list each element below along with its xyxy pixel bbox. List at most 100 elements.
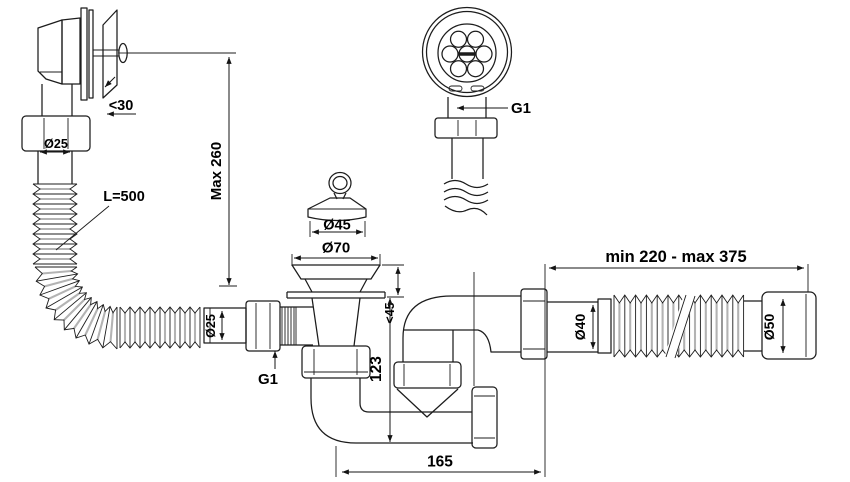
corrugation-line: [119, 341, 201, 349]
corrugation-line: [42, 269, 72, 275]
outlet-union-nut: [520, 288, 548, 360]
strainer-hole: [475, 45, 493, 63]
wall-thickness-label: <30: [109, 98, 134, 114]
tub-wall-section: [102, 9, 118, 99]
strainer-rim-inner: [425, 10, 509, 94]
corrugation-line: [32, 183, 41, 265]
strainer-thread-label: G1: [511, 100, 531, 117]
overflow-pipe-stub: [37, 151, 73, 184]
hose-length-leader: [55, 205, 110, 251]
elbow-outlet-pipe: [41, 84, 73, 116]
elbow-body-front: [61, 17, 81, 85]
wall-thickness-pointer: [104, 76, 116, 88]
outlet-union-nut-bands: [523, 300, 545, 350]
trap-cone: [396, 388, 459, 418]
overflow-faceplate-inner: [88, 9, 94, 99]
strainer-nut-facets: [457, 120, 477, 136]
trap-end-nut-bands: [474, 395, 495, 439]
plug-ring-inner: [332, 175, 348, 191]
drain-inlet-nut: [245, 300, 281, 352]
corrugation-line: [63, 297, 92, 331]
corrugation-line: [54, 292, 80, 311]
trap-height-label: 123: [368, 356, 385, 382]
overflow-hose-horizontal: [119, 306, 201, 349]
hose-length-label: L=500: [103, 189, 145, 205]
overflow-strainer-assembly: [421, 6, 513, 216]
rubber-tip-ring: [443, 187, 489, 197]
strainer-pipe: [451, 138, 484, 179]
drain-body-taper: [311, 297, 361, 347]
cuff-neck: [744, 300, 762, 352]
corrugation-line: [45, 286, 83, 309]
corrugation-line: [69, 183, 78, 265]
corrugation-line: [102, 306, 111, 348]
plug-diameter-label: Ø45: [323, 218, 350, 234]
strainer-vent-slot: [448, 85, 463, 92]
rubber-tip-torn-edge: [444, 205, 488, 216]
thread-hatching: [281, 307, 297, 345]
drain-inlet-thread-label: G1: [258, 371, 278, 388]
tailpiece-collar: [597, 298, 612, 354]
corrugation-line: [73, 304, 92, 330]
strainer-face: [437, 23, 497, 83]
drain-body: [286, 264, 386, 379]
drain-plug: [307, 171, 367, 222]
overflow-faceplate-outer: [80, 7, 88, 101]
corrugation-line: [613, 349, 744, 358]
overflow-hose-bend: [34, 266, 118, 350]
corrugation-line: [36, 273, 78, 282]
corrugation-line: [613, 294, 744, 304]
screw-stem: [93, 49, 119, 57]
drain-inlet-nut-facets: [255, 303, 271, 349]
overflow-nut-facets: [43, 118, 69, 149]
flange-diameter-ext-lines: [291, 254, 381, 266]
center-screw: [458, 45, 476, 63]
outlet-tailpiece: [547, 298, 612, 354]
plug-cap: [307, 197, 367, 222]
corrugation-line: [44, 277, 73, 288]
strainer-hole: [441, 45, 459, 63]
hose-connection-diameter-label: Ø25: [204, 314, 218, 338]
break-mask: [664, 294, 696, 358]
trap-length-ext-lines: [335, 264, 546, 477]
corrugation-line: [34, 266, 118, 350]
corrugation-line: [88, 304, 104, 345]
strainer-rim-outer: [421, 6, 513, 98]
strainer-hole: [449, 30, 468, 48]
rubber-tip-ring: [443, 195, 489, 205]
mount-depth-ext-lines: [382, 264, 404, 298]
overflow-hose-vertical: [32, 183, 78, 265]
drain-union-nut: [301, 345, 371, 379]
corrugation-line: [84, 308, 99, 336]
outlet-elbow-outer: [402, 295, 521, 362]
trap-end-nut: [471, 386, 498, 449]
outlet-elbow-inner: [403, 329, 521, 353]
overflow-hose-connection: [203, 300, 313, 352]
max-height-label: Max 260: [208, 142, 225, 200]
tub-bottom-plate: [286, 291, 386, 299]
dimension-annotations: Max 260 <30 Ø25 L=500 Ø25 G1 Ø45 Ø70 <45…: [40, 52, 809, 477]
trap-length-label: 165: [427, 454, 453, 471]
corrugation-line: [53, 292, 87, 321]
strainer-hole: [466, 60, 485, 78]
strainer-vent-slot: [470, 85, 485, 92]
corrugation-line: [109, 312, 115, 342]
flange-neck: [304, 278, 368, 293]
cuff-body: [761, 291, 817, 360]
corrugation-line: [70, 266, 118, 314]
siphon-trap: [310, 288, 548, 449]
outlet-length-range-label: min 220 - max 375: [605, 248, 746, 266]
flexible-outlet-pipe: [613, 294, 745, 358]
flange-diameter-label: Ø70: [322, 240, 350, 257]
trap-inner-elbow: [359, 378, 472, 413]
corrugation-line: [119, 306, 201, 314]
tailpiece-pipe: [547, 301, 598, 353]
corrugation-line: [75, 301, 98, 339]
flexible-pipe-break: [664, 294, 696, 359]
corrugation-line: [48, 285, 76, 300]
strainer-hole: [466, 30, 485, 48]
plug-ring-outer: [328, 171, 352, 195]
